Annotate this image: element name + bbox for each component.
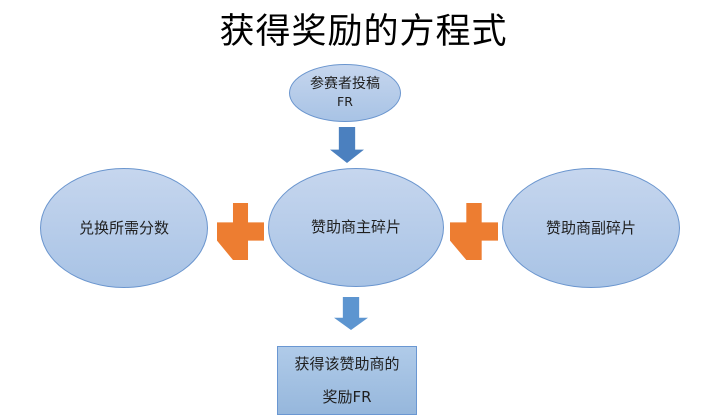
node-participant-submission: 参赛者投稿 FR bbox=[289, 64, 401, 122]
node-participant-submission-sublabel: FR bbox=[337, 93, 353, 109]
node-sponsor-sub-fragment-label: 赞助商副碎片 bbox=[545, 218, 636, 237]
node-reward-result-line2: 奖励FR bbox=[322, 388, 372, 406]
node-reward-result: 获得该赞助商的 奖励FR bbox=[277, 346, 417, 415]
down-arrow-icon bbox=[330, 127, 364, 163]
node-required-points: 兑换所需分数 bbox=[40, 168, 208, 288]
down-arrow-icon bbox=[334, 297, 368, 330]
plus-icon bbox=[217, 203, 264, 260]
node-sponsor-main-fragment-label: 赞助商主碎片 bbox=[310, 218, 401, 237]
diagram-title: 获得奖励的方程式 bbox=[219, 12, 508, 51]
plus-icon bbox=[450, 203, 498, 260]
node-required-points-label: 兑换所需分数 bbox=[78, 218, 169, 237]
node-participant-submission-label: 参赛者投稿 bbox=[310, 76, 380, 93]
node-reward-result-line1: 获得该赞助商的 bbox=[294, 355, 400, 373]
node-sponsor-main-fragment: 赞助商主碎片 bbox=[268, 168, 444, 287]
node-sponsor-sub-fragment: 赞助商副碎片 bbox=[502, 168, 680, 288]
